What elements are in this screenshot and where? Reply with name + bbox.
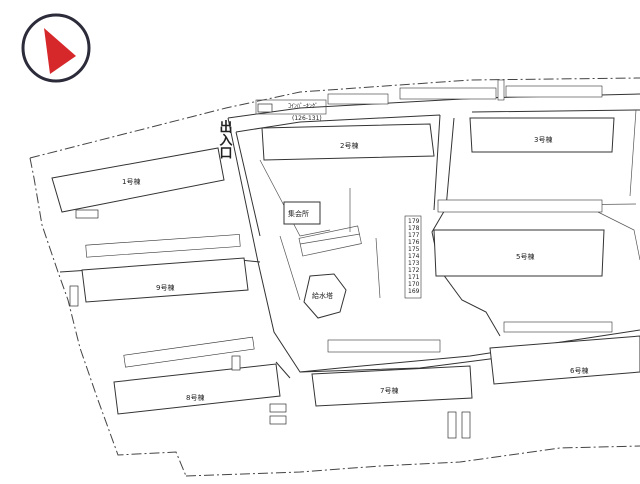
building-6: 6号棟 <box>489 335 640 385</box>
stack-num: 172 <box>408 267 420 274</box>
building-1: 1号棟 <box>51 147 225 213</box>
stack-num: 174 <box>408 253 420 260</box>
svg-text:6号棟: 6号棟 <box>570 366 588 375</box>
building-5: 5号棟 <box>433 229 605 277</box>
building-3: 3号棟 <box>469 117 615 153</box>
building-9: 9号棟 <box>81 257 249 303</box>
site-boundary-top <box>29 77 640 159</box>
svg-text:5号棟: 5号棟 <box>516 252 534 261</box>
parking-right <box>85 199 613 368</box>
water-tower: 給水塔 <box>303 273 347 319</box>
svg-text:3号棟: 3号棟 <box>534 135 552 144</box>
building-8: 8号棟 <box>113 363 281 415</box>
meeting-hall: 集会所 <box>283 201 321 225</box>
svg-text:7号棟: 7号棟 <box>380 386 398 395</box>
play-badge[interactable] <box>21 13 91 83</box>
svg-text:9号棟: 9号棟 <box>156 283 174 292</box>
entrance-label: 出入口 <box>217 119 233 159</box>
stack-num: 178 <box>408 225 420 232</box>
svg-text:集会所: 集会所 <box>288 209 309 218</box>
building-7: 7号棟 <box>311 365 473 407</box>
stack-num: 169 <box>408 288 420 295</box>
svg-text:2号棟: 2号棟 <box>340 141 358 150</box>
play-arrow-icon <box>44 28 76 74</box>
stack-num: 179 <box>408 218 420 225</box>
site-boundary-bottom <box>185 445 640 477</box>
stack-num: 171 <box>408 274 420 281</box>
svg-text:1号棟: 1号棟 <box>122 177 140 186</box>
stack-num: 173 <box>408 260 420 267</box>
svg-text:8号棟: 8号棟 <box>186 393 204 402</box>
stack-num: 176 <box>408 239 420 246</box>
site-boundary-left <box>29 157 187 477</box>
coin-parking-range: (126-131) <box>292 115 322 122</box>
stack-num: 177 <box>408 232 420 239</box>
coin-parking-label: ｺｲﾝﾊﾟｰｷﾝｸﾞ <box>288 103 318 110</box>
crossed-boxes <box>69 209 471 439</box>
svg-text:給水塔: 給水塔 <box>312 291 333 300</box>
stack-num: 170 <box>408 281 420 288</box>
building-2: 2号棟 <box>261 123 435 161</box>
stack-num: 175 <box>408 246 420 253</box>
parking-stack: 179 178 177 176 175 174 173 172 171 170 … <box>404 215 422 299</box>
parking-top <box>327 79 603 105</box>
